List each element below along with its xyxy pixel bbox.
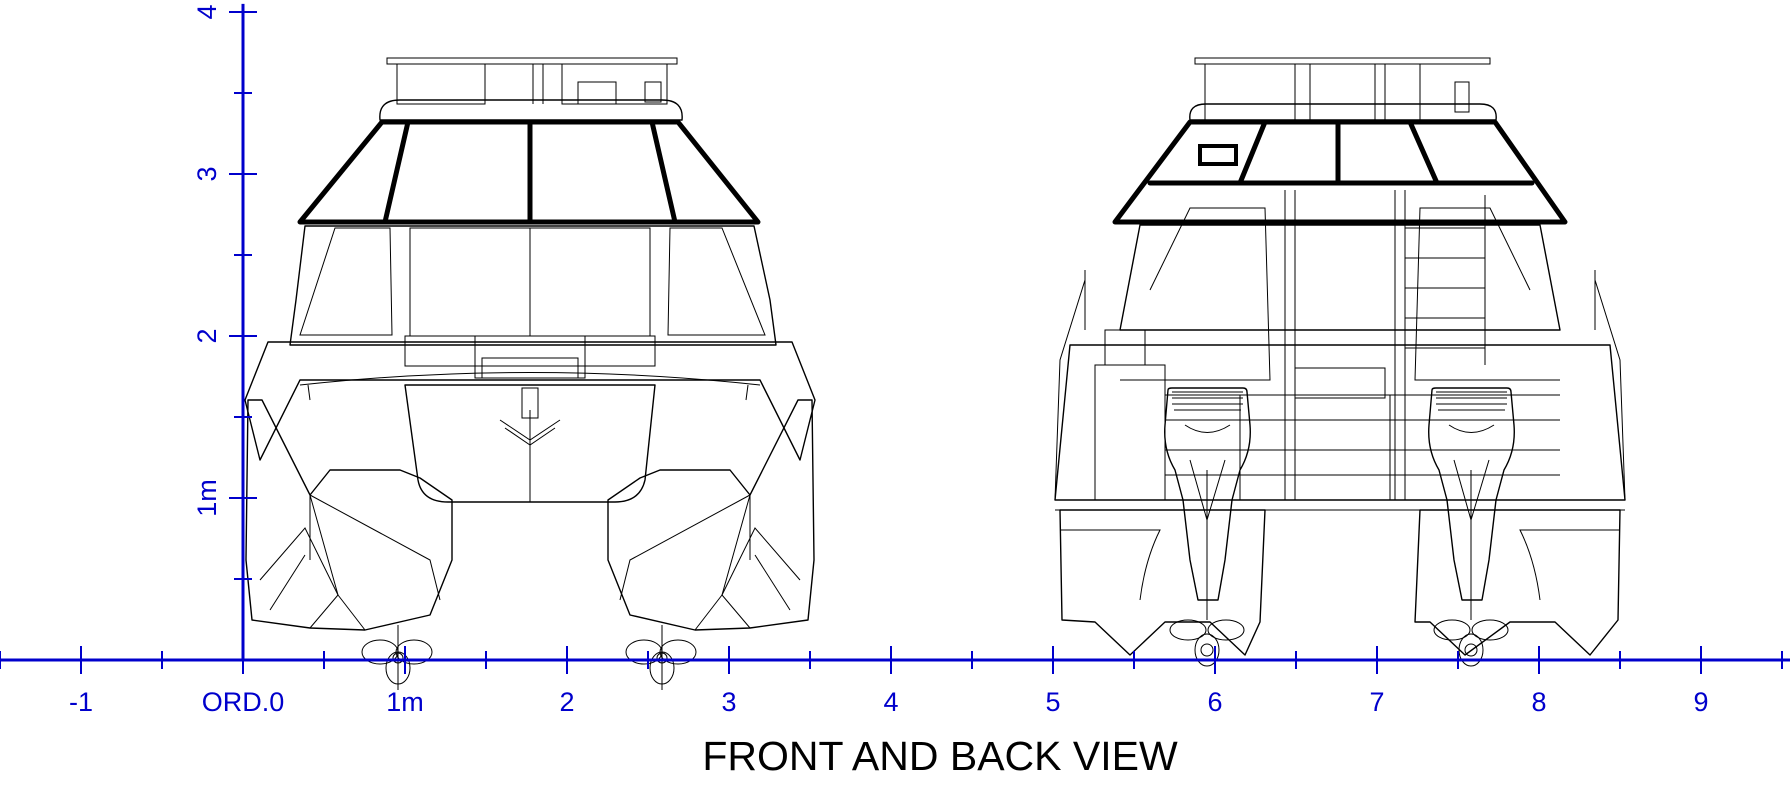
back-side-rails [1054, 270, 1626, 501]
back-left-outboard-motor [1164, 387, 1251, 667]
front-windshield [289, 225, 777, 379]
axes: -1 ORD.0 1m 2 3 4 5 6 7 8 9 1m 2 3 4 [0, 3, 1790, 717]
x-tick-label: 9 [1693, 687, 1708, 717]
y-tick-label: 4 [192, 4, 222, 19]
back-right-outboard-motor [1428, 387, 1515, 667]
x-tick-label: ORD.0 [202, 687, 285, 717]
back-roof-dome [1189, 103, 1497, 121]
x-tick-label: 3 [721, 687, 736, 717]
front-left-hull [245, 399, 453, 631]
x-tick-label: -1 [69, 687, 93, 717]
back-right-hull [1414, 509, 1621, 656]
x-tick-label: 7 [1369, 687, 1384, 717]
back-left-hull [1059, 509, 1266, 656]
x-tick-label: 2 [559, 687, 574, 717]
front-cabin-roof [297, 119, 761, 225]
x-tick-label: 1m [386, 687, 424, 717]
front-roof-equipment [386, 57, 678, 105]
x-tick-label: 8 [1531, 687, 1546, 717]
x-tick-label: 6 [1207, 687, 1222, 717]
back-view [1054, 57, 1626, 667]
back-roof-equipment [1194, 57, 1491, 121]
y-tick-label: 2 [192, 328, 222, 343]
x-tick-label: 5 [1045, 687, 1060, 717]
x-tick-label: 4 [883, 687, 898, 717]
front-right-propeller [625, 625, 697, 690]
front-view [244, 57, 816, 690]
drawing-title: FRONT AND BACK VIEW [702, 733, 1178, 779]
front-deck [244, 341, 816, 503]
front-right-hull [607, 399, 815, 631]
y-tick-label: 3 [192, 166, 222, 181]
front-roof-dome [379, 99, 683, 121]
front-left-propeller [361, 625, 433, 690]
back-deck [1054, 329, 1626, 511]
back-cabin-roof [1112, 119, 1568, 225]
y-tick-label: 1m [192, 479, 222, 517]
